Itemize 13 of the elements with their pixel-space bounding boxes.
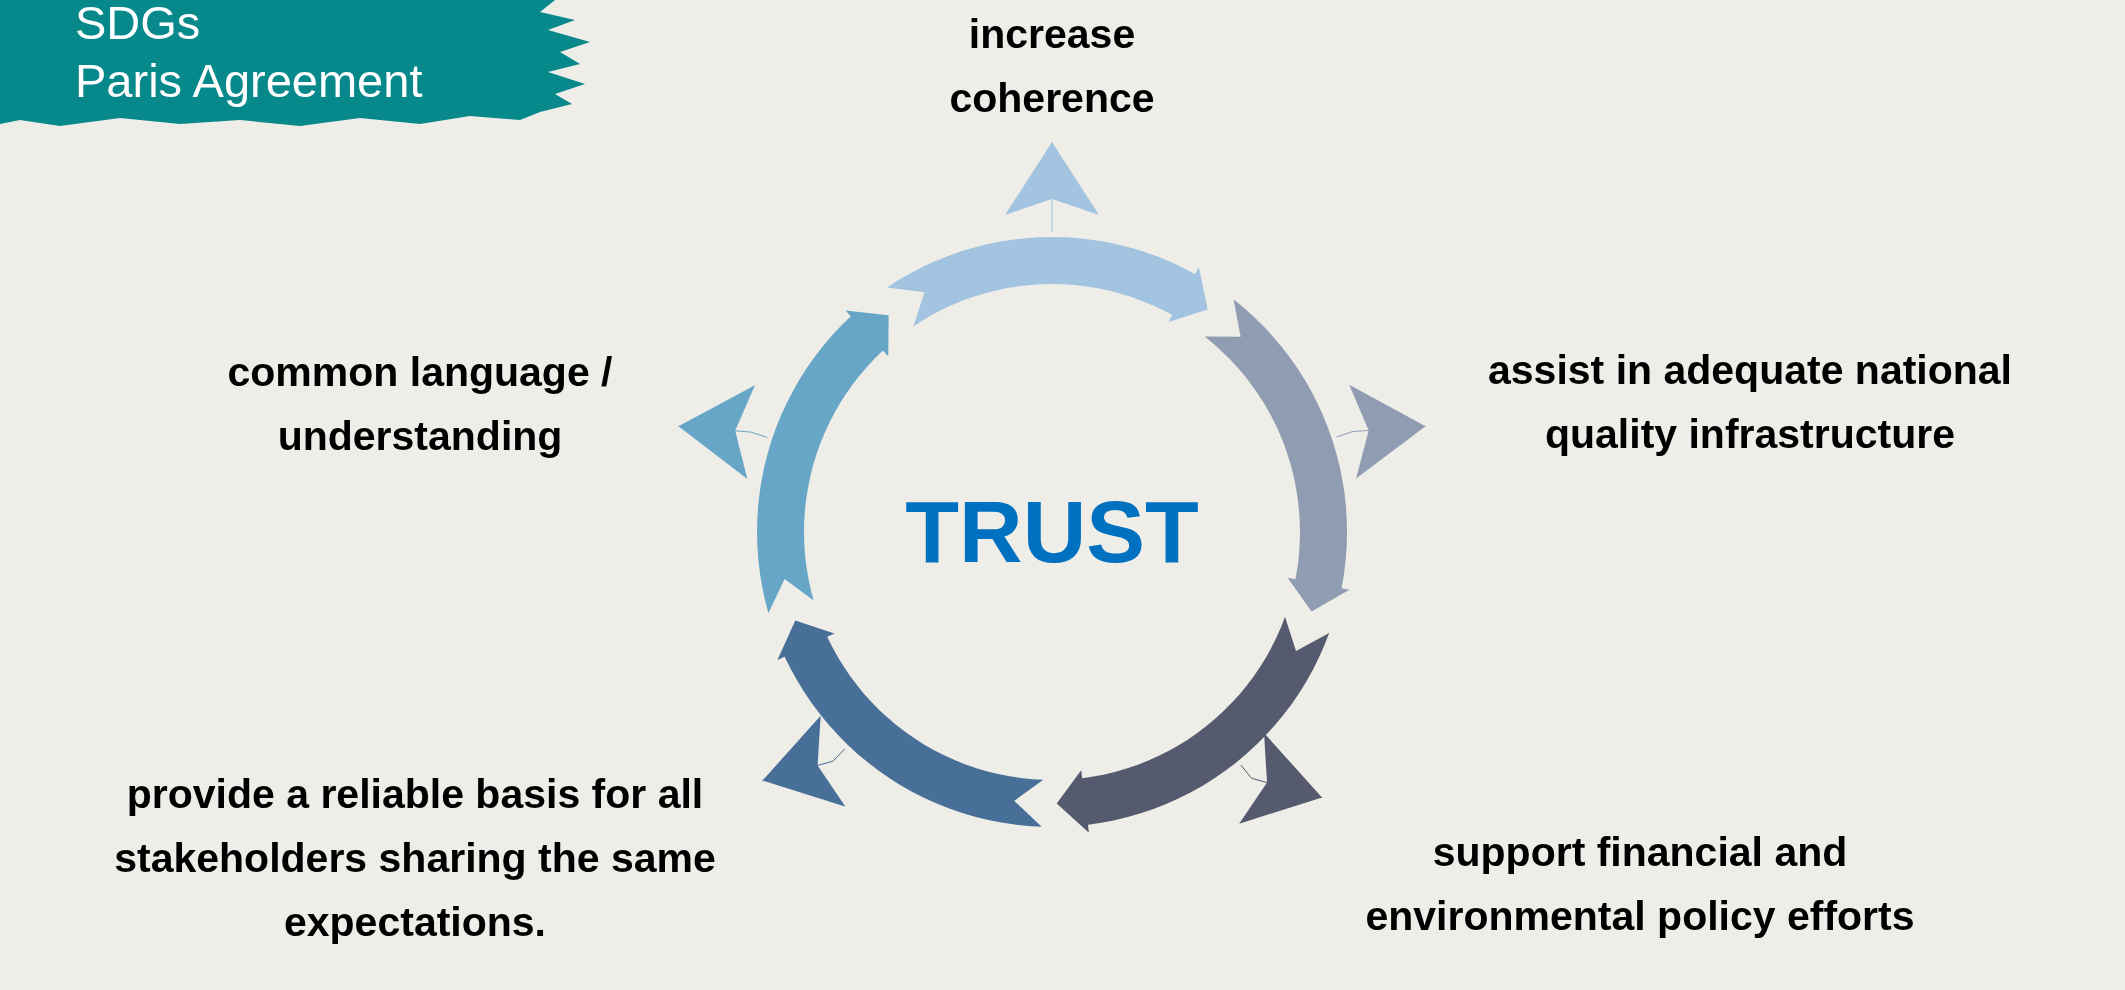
arrow — [1005, 141, 1099, 233]
callout-text: support financial and environmental policy efforts — [1330, 820, 1950, 950]
arrow — [677, 385, 768, 479]
arrow — [1239, 732, 1323, 824]
arrow — [1336, 384, 1426, 479]
callout-text: provide a reliable basis for all stakeholders sharing the same expectations. — [0, 762, 830, 988]
callout-text: assist in adequate national quality infrastructure — [1420, 338, 2080, 468]
banner-text: SDGs — [75, 0, 201, 51]
callout-text: increase coherence — [892, 2, 1212, 132]
banner-text: Paris Agreement — [75, 53, 423, 109]
center-label: TRUST — [905, 488, 1199, 576]
arrow — [762, 715, 846, 807]
callout-text: common language / understanding — [150, 340, 690, 470]
